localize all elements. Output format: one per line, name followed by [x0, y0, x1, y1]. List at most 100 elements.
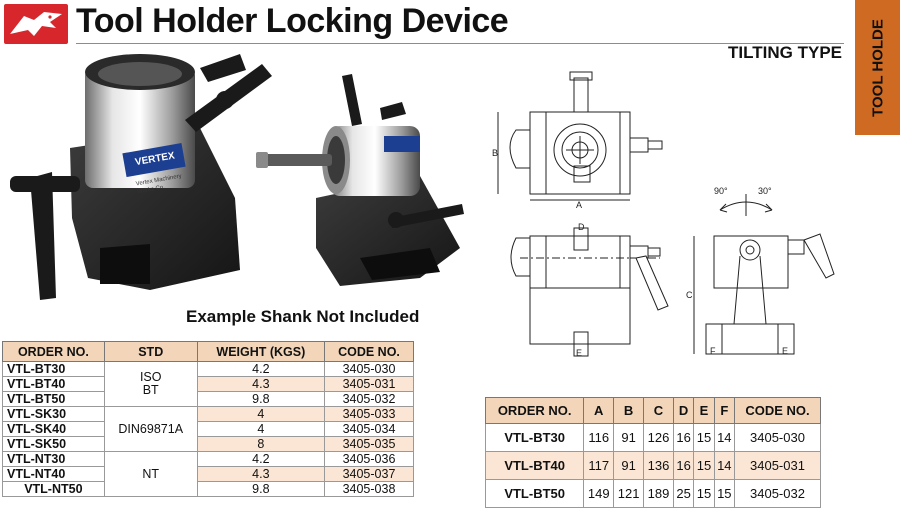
dim-cell: 15 — [693, 451, 715, 480]
dim-b-label: B — [492, 148, 498, 158]
col-a: A — [583, 397, 615, 424]
col-f: F — [713, 397, 736, 424]
dim-f-label: F — [710, 346, 716, 356]
col-std: STD — [103, 341, 198, 362]
section-tab[interactable]: TOOL HOLDE — [855, 0, 900, 135]
code-cell: 3405-034 — [324, 421, 414, 437]
order-no-cell: VTL-NT50 — [2, 481, 105, 497]
weight-cell: 4.2 — [196, 451, 326, 467]
col-c: C — [643, 397, 674, 424]
photo-caption: Example Shank Not Included — [186, 307, 420, 326]
table-row: VTL-BT40 4.3 3405-031 — [2, 376, 414, 392]
order-no-cell: VTL-BT40 — [484, 451, 585, 480]
table-row: VTL-BT50 149 121 189 25 15 15 3405-032 — [484, 479, 821, 508]
order-no-cell: VTL-NT30 — [2, 451, 105, 467]
dim-cell: 117 — [583, 451, 615, 480]
table-row: VTL-SK40 4 3405-034 — [2, 421, 414, 437]
order-no-cell: VTL-SK30 — [2, 406, 105, 422]
top-view: A B — [492, 71, 663, 210]
code-cell: 3405-030 — [324, 361, 414, 377]
table-row: VTL-SK30 DIN69871A 4 3405-033 — [2, 406, 414, 452]
code-cell: 3405-035 — [324, 436, 414, 452]
dim-e-label: E — [576, 348, 582, 358]
dim-e-side-label: E — [782, 346, 788, 356]
dim-cell: 136 — [643, 451, 674, 480]
order-no-cell: VTL-BT30 — [484, 423, 585, 452]
technical-drawing: A B 90° 30° D E C F — [492, 71, 835, 358]
code-cell: 3405-031 — [734, 451, 821, 480]
dim-cell: 149 — [583, 479, 615, 508]
weight-cell: 4.2 — [196, 361, 326, 377]
order-no-cell: VTL-BT50 — [2, 391, 105, 407]
dim-cell: 15 — [693, 423, 715, 452]
table-header-row: ORDER NO. A B C D E F CODE NO. — [484, 397, 821, 424]
col-code-no: CODE NO. — [734, 397, 821, 424]
std-group-cell: NT — [103, 451, 198, 497]
std-group-cell: ISO BT — [103, 361, 198, 407]
code-cell: 3405-030 — [734, 423, 821, 452]
table-row: VTL-SK50 8 3405-035 — [2, 436, 414, 452]
svg-text:Works Co.: Works Co. — [137, 185, 166, 196]
dim-cell: 189 — [643, 479, 674, 508]
col-order-no: ORDER NO. — [2, 341, 105, 362]
col-weight: WEIGHT (KGS) — [196, 341, 326, 362]
brand-logo — [4, 4, 68, 44]
col-order-no: ORDER NO. — [484, 397, 585, 424]
section-tab-label: TOOL HOLDE — [869, 18, 886, 117]
dim-cell: 91 — [613, 451, 645, 480]
dim-a-label: A — [576, 200, 582, 210]
dim-cell: 16 — [672, 423, 695, 452]
side-view: C F E — [686, 233, 835, 356]
dim-cell: 126 — [643, 423, 674, 452]
dim-cell: 15 — [713, 479, 736, 508]
table-row: VTL-BT50 9.8 3405-032 — [2, 391, 414, 407]
code-cell: 3405-031 — [324, 376, 414, 392]
col-b: B — [613, 397, 645, 424]
dim-cell: 14 — [713, 451, 736, 480]
dim-cell: 15 — [693, 479, 715, 508]
weight-cell: 4.3 — [196, 466, 326, 482]
order-no-cell: VTL-BT50 — [484, 479, 585, 508]
weight-cell: 9.8 — [196, 481, 326, 497]
table-row: VTL-NT30 NT 4.2 3405-036 — [2, 451, 414, 497]
dim-d-label: D — [578, 222, 585, 232]
order-no-cell: VTL-BT40 — [2, 376, 105, 392]
table-header-row: ORDER NO. STD WEIGHT (KGS) CODE NO. — [2, 341, 414, 362]
weight-cell: 4 — [196, 421, 326, 437]
weight-cell: 4 — [196, 406, 326, 422]
dim-cell: 14 — [713, 423, 736, 452]
table-row: VTL-BT30 116 91 126 16 15 14 3405-030 — [484, 423, 821, 452]
std-group-cell: DIN69871A — [103, 406, 198, 452]
col-d: D — [672, 397, 695, 424]
dim-cell: 116 — [583, 423, 615, 452]
title-divider — [76, 43, 844, 44]
code-cell: 3405-038 — [324, 481, 414, 497]
weight-cell: 9.8 — [196, 391, 326, 407]
order-spec-table: ORDER NO. STD WEIGHT (KGS) CODE NO. VTL-… — [2, 341, 414, 497]
weight-cell: 4.3 — [196, 376, 326, 392]
dim-c-label: C — [686, 290, 693, 300]
table-row: VTL-BT40 117 91 136 16 15 14 3405-031 — [484, 451, 821, 480]
tilt-angle-indicator: 90° 30° — [714, 186, 773, 216]
code-cell: 3405-032 — [324, 391, 414, 407]
order-no-cell: VTL-BT30 — [2, 361, 105, 377]
col-code-no: CODE NO. — [324, 341, 414, 362]
product-photos: VERTEX Vertex Machinery Works Co. — [10, 54, 464, 300]
code-cell: 3405-036 — [324, 451, 414, 467]
angle-30-label: 30° — [758, 186, 772, 196]
page-title: Tool Holder Locking Device — [76, 2, 509, 40]
upright-device-photo: VERTEX Vertex Machinery Works Co. — [10, 54, 272, 300]
table-row: VTL-BT30 ISO BT 4.2 3405-030 — [2, 361, 414, 407]
code-cell: 3405-033 — [324, 406, 414, 422]
dim-cell: 25 — [672, 479, 695, 508]
page-subtitle: TILTING TYPE — [728, 43, 842, 62]
code-cell: 3405-032 — [734, 479, 821, 508]
order-no-cell: VTL-SK40 — [2, 421, 105, 437]
dim-cell: 16 — [672, 451, 695, 480]
tilted-device-photo — [256, 74, 464, 286]
front-view: D E — [510, 222, 669, 358]
order-no-cell: VTL-NT40 — [2, 466, 105, 482]
col-e: E — [693, 397, 715, 424]
code-cell: 3405-037 — [324, 466, 414, 482]
dimension-table: ORDER NO. A B C D E F CODE NO. VTL-BT30 … — [484, 397, 821, 508]
